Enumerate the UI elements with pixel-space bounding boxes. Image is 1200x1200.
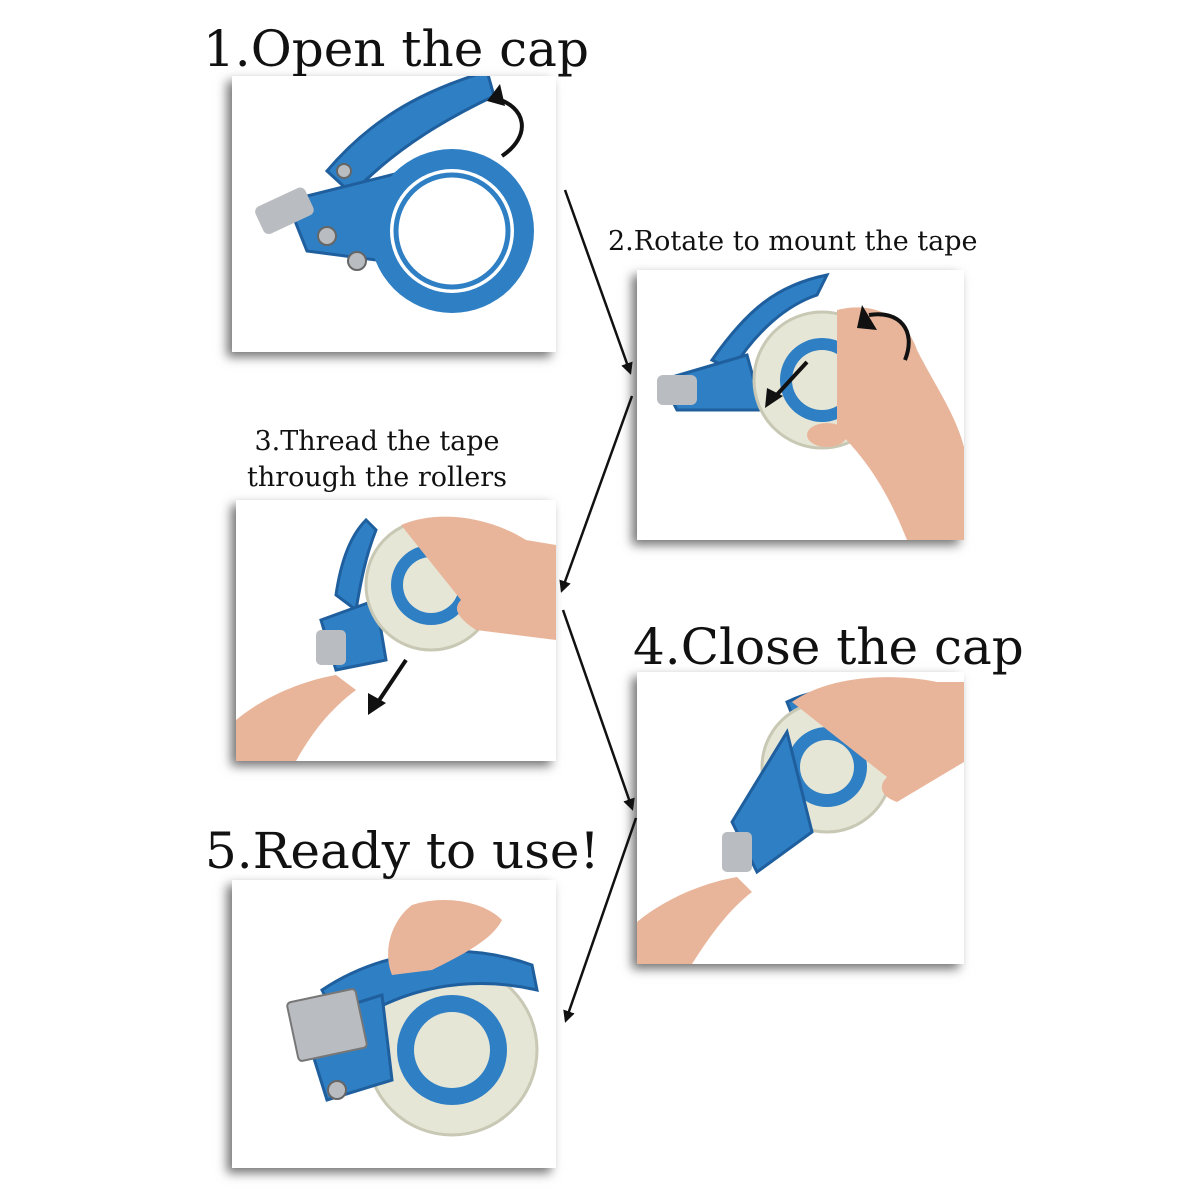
step-2-number: 2. bbox=[608, 226, 634, 257]
step-4-text: Close the cap bbox=[680, 618, 1024, 676]
step-3-number: 3. bbox=[254, 426, 281, 457]
step-1-photo bbox=[232, 76, 556, 352]
step-5-number: 5. bbox=[205, 822, 253, 880]
flow-arrow-icon bbox=[561, 609, 635, 811]
rotation-arrow-icon bbox=[868, 312, 911, 361]
step-4-number: 4. bbox=[633, 618, 681, 676]
dispenser-open-illustration bbox=[255, 76, 534, 313]
step-5-text: Ready to use! bbox=[252, 822, 600, 880]
step-5-photo bbox=[232, 880, 556, 1168]
rotation-arrow-icon bbox=[493, 96, 524, 158]
step-1-text: Open the cap bbox=[250, 20, 589, 78]
ready-dispenser-illustration bbox=[286, 900, 539, 1137]
close-cap-illustration bbox=[637, 677, 964, 964]
step-2-caption: 2.Rotate to mount the tape bbox=[608, 224, 977, 260]
step-5-caption: 5.Ready to use! bbox=[205, 826, 600, 876]
flow-arrow-icon bbox=[563, 189, 633, 375]
step-3-caption: 3.Thread the tape through the rollers bbox=[247, 424, 507, 497]
flow-arrow-icon bbox=[559, 395, 634, 593]
mount-tape-illustration bbox=[657, 272, 964, 540]
thread-tape-illustration bbox=[236, 516, 556, 761]
step-3-line-1: 3.Thread the tape bbox=[247, 424, 507, 460]
step-4-caption: 4.Close the cap bbox=[633, 622, 1024, 672]
step-3-text: Thread the tape bbox=[280, 426, 500, 457]
step-4-photo bbox=[637, 672, 964, 964]
step-3-photo bbox=[236, 500, 556, 761]
step-1-caption: 1.Open the cap bbox=[203, 24, 589, 74]
step-3-line-2: through the rollers bbox=[247, 462, 508, 494]
step-2-photo bbox=[637, 270, 964, 540]
step-1-number: 1. bbox=[203, 20, 251, 78]
direction-arrow-icon bbox=[374, 658, 408, 707]
step-2-text: Rotate to mount the tape bbox=[633, 226, 978, 257]
